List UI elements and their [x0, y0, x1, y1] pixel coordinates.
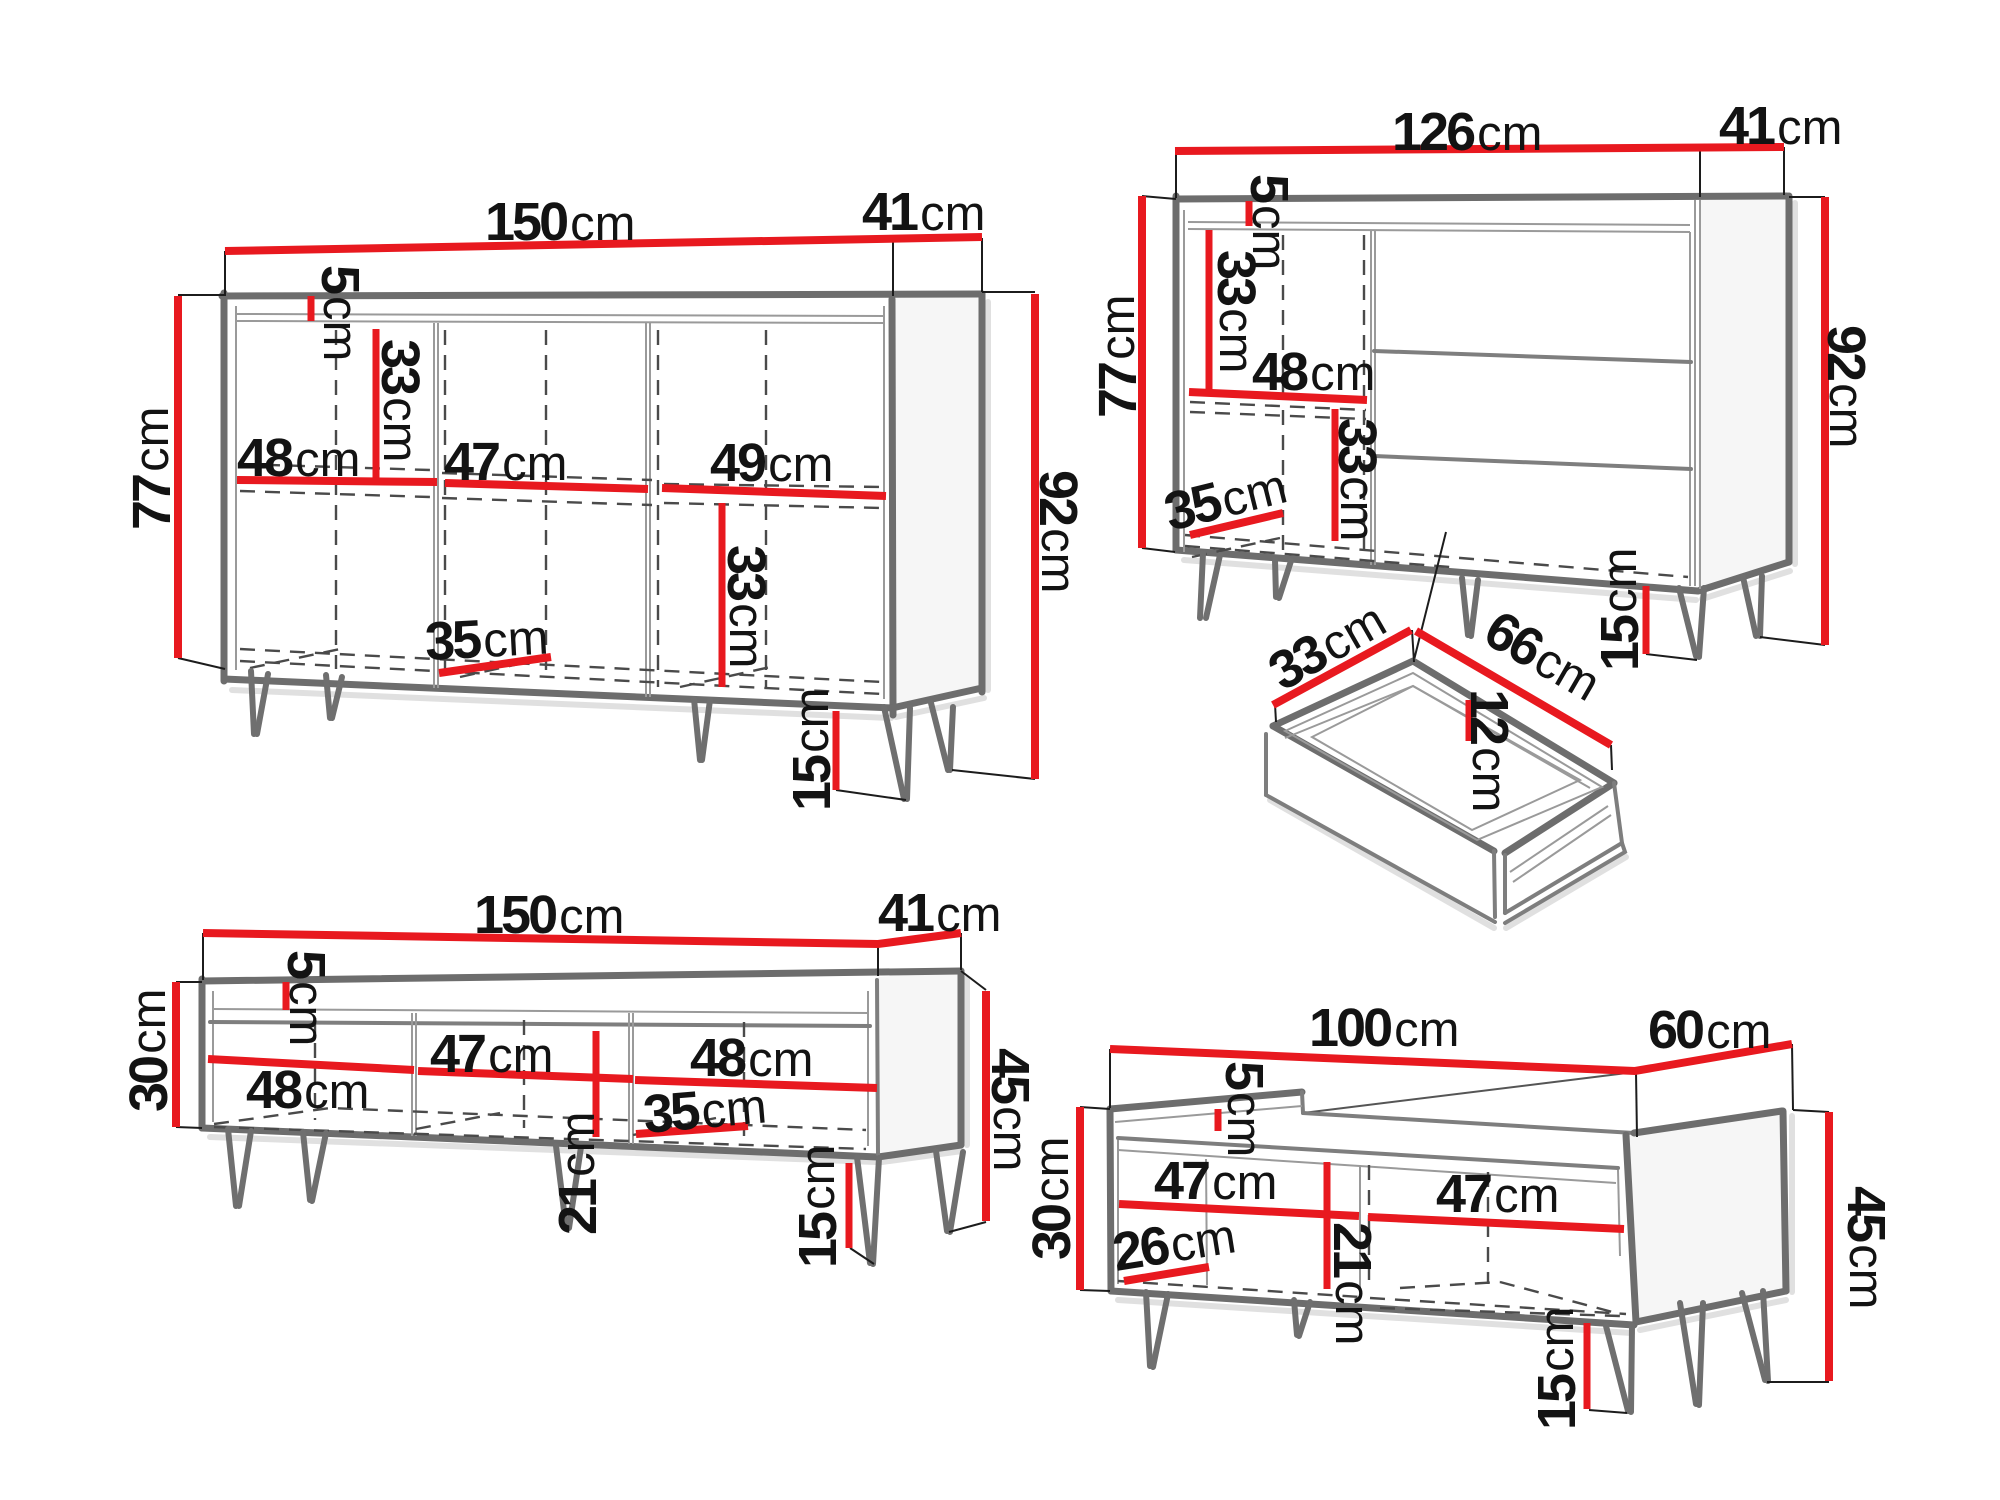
svg-text:5cm: 5cm — [276, 950, 336, 1046]
svg-text:45cm: 45cm — [1836, 1186, 1896, 1309]
svg-text:15cm: 15cm — [788, 1145, 848, 1268]
svg-text:48cm: 48cm — [246, 1060, 369, 1120]
svg-text:30cm: 30cm — [119, 989, 179, 1112]
svg-text:92cm: 92cm — [1816, 325, 1876, 448]
svg-text:60cm: 60cm — [1648, 1000, 1771, 1060]
svg-text:30cm: 30cm — [1022, 1137, 1082, 1260]
svg-text:33cm: 33cm — [1327, 418, 1387, 541]
svg-text:33cm: 33cm — [716, 545, 776, 668]
svg-text:47cm: 47cm — [1154, 1151, 1277, 1211]
svg-text:47cm: 47cm — [430, 1024, 553, 1084]
svg-text:41cm: 41cm — [862, 182, 985, 242]
svg-text:35cm: 35cm — [641, 1074, 769, 1145]
svg-text:41cm: 41cm — [878, 883, 1001, 943]
svg-text:26cm: 26cm — [1108, 1204, 1239, 1283]
svg-text:33cm: 33cm — [1206, 250, 1266, 373]
svg-text:77cm: 77cm — [122, 407, 182, 530]
svg-text:48cm: 48cm — [237, 428, 360, 488]
svg-text:47cm: 47cm — [444, 432, 567, 492]
svg-text:21cm: 21cm — [1322, 1222, 1382, 1345]
svg-text:48cm: 48cm — [690, 1028, 813, 1088]
svg-text:45cm: 45cm — [980, 1048, 1040, 1171]
svg-text:5cm: 5cm — [1214, 1061, 1274, 1157]
svg-text:21cm: 21cm — [548, 1112, 608, 1235]
svg-text:35cm: 35cm — [423, 606, 549, 672]
svg-text:77cm: 77cm — [1088, 295, 1148, 418]
svg-text:48cm: 48cm — [1252, 342, 1375, 402]
svg-text:150cm: 150cm — [474, 885, 624, 945]
svg-text:5cm: 5cm — [310, 265, 370, 361]
svg-text:150cm: 150cm — [485, 192, 635, 252]
svg-text:5cm: 5cm — [1239, 174, 1299, 270]
svg-text:47cm: 47cm — [1436, 1164, 1559, 1224]
svg-text:92cm: 92cm — [1028, 470, 1088, 593]
svg-text:15cm: 15cm — [782, 688, 842, 811]
svg-text:49cm: 49cm — [710, 433, 833, 493]
svg-text:15cm: 15cm — [1527, 1307, 1587, 1430]
svg-text:33cm: 33cm — [370, 339, 430, 462]
svg-text:41cm: 41cm — [1719, 96, 1842, 156]
svg-text:100cm: 100cm — [1309, 998, 1459, 1058]
svg-text:15cm: 15cm — [1590, 548, 1650, 671]
svg-text:126cm: 126cm — [1392, 102, 1542, 162]
svg-text:12cm: 12cm — [1459, 689, 1519, 812]
